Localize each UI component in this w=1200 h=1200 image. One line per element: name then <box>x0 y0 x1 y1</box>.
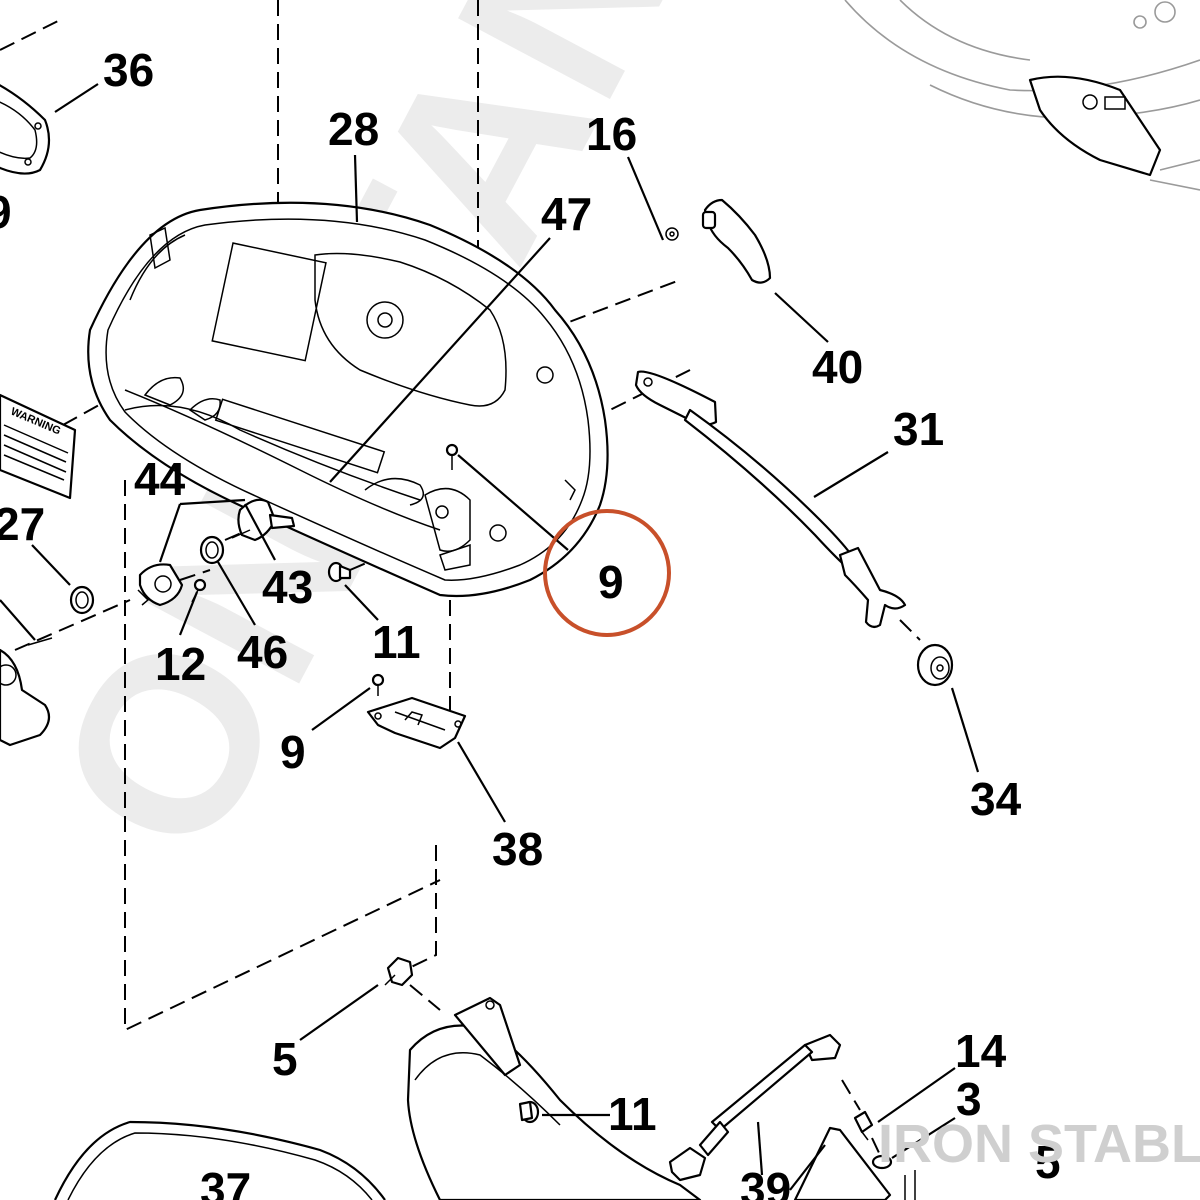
leader-lines <box>0 83 980 1191</box>
rear-fender-outline <box>844 0 1200 191</box>
callout-46: 46 <box>237 626 288 678</box>
brand-watermark: IRON STABLE <box>878 1114 1200 1174</box>
highlight-circle <box>543 509 671 637</box>
callout-39: 39 <box>740 1163 791 1200</box>
part-16-clip <box>665 227 679 241</box>
callout-3: 3 <box>956 1073 982 1125</box>
callout-44: 44 <box>134 453 186 505</box>
callout-28: 28 <box>328 103 379 155</box>
callout-37: 37 <box>200 1163 251 1200</box>
part-31-support-arm <box>634 370 907 629</box>
callout-31: 31 <box>893 403 944 455</box>
callout-27: 27 <box>0 498 45 550</box>
part-28-lid-shell <box>87 201 609 598</box>
lower-bracket <box>793 1126 916 1200</box>
callout-38: 38 <box>492 823 543 875</box>
callout-5-left: 5 <box>272 1033 298 1085</box>
callout-11-lower: 11 <box>608 1088 657 1140</box>
callout-40: 40 <box>812 341 863 393</box>
part-9-screw-lower <box>371 673 385 696</box>
callout-5-right: 5 <box>1035 1136 1061 1188</box>
part-9-screw-top <box>445 443 459 470</box>
part-27-washer <box>69 585 95 615</box>
side-bracket <box>0 637 53 747</box>
callout-12: 12 <box>155 638 206 690</box>
callout-14: 14 <box>955 1025 1007 1077</box>
part-36-reflector <box>0 19 61 175</box>
part-39-gas-strut <box>668 1033 842 1182</box>
part-11-bolt-upper <box>327 561 352 583</box>
part-40-latch-handle <box>701 198 772 284</box>
callout-11-upper: 11 <box>372 616 421 668</box>
callout-34: 34 <box>970 773 1022 825</box>
callout-9-lower: 9 <box>280 726 306 778</box>
callout-9-left: 9 <box>0 186 12 238</box>
callout-47: 47 <box>541 188 592 240</box>
part-46-o-ring <box>199 535 225 565</box>
part-38-hinge <box>366 696 467 750</box>
part-37-seal <box>54 1120 386 1200</box>
callout-9-highlighted: 9 <box>598 556 624 608</box>
callout-43: 43 <box>262 561 313 613</box>
lower-lid-body <box>406 996 702 1200</box>
callout-16: 16 <box>586 108 637 160</box>
callout-labels: 36 28 47 16 40 31 44 43 27 12 46 11 9 9 … <box>0 44 1061 1200</box>
part-5-clip-left <box>384 956 414 987</box>
part-34-grommet <box>916 643 954 687</box>
part-11-bolt-lower <box>518 1100 540 1124</box>
part-14-stud <box>853 1110 874 1141</box>
callout-36: 36 <box>103 44 154 96</box>
warning-label: WARNING <box>0 393 77 500</box>
part-3-washer <box>871 1154 893 1170</box>
